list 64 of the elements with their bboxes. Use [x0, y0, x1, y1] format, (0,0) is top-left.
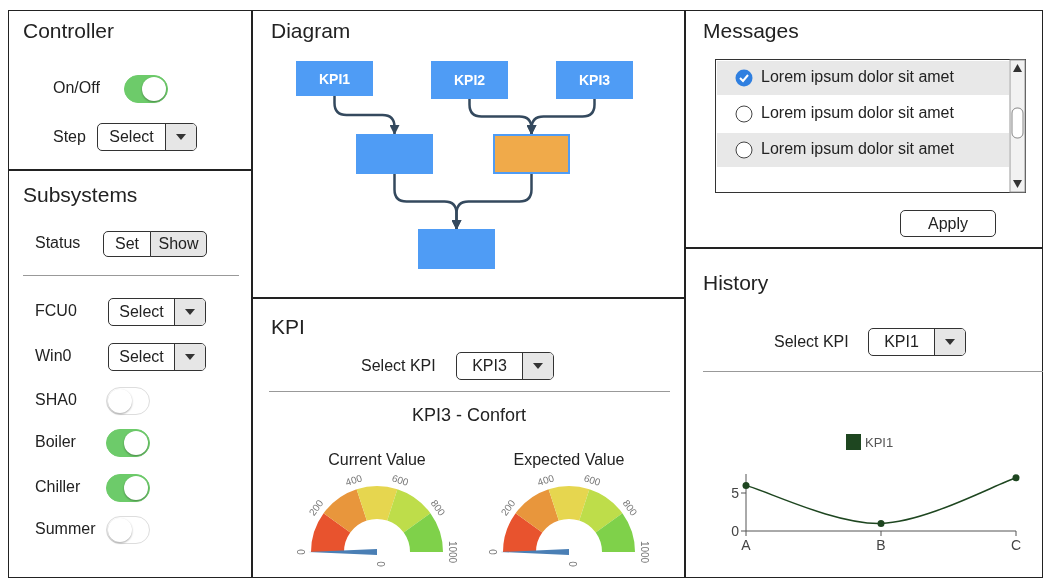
gauge-tick-label: 200	[306, 497, 326, 518]
field-label: Status	[35, 234, 81, 252]
dropdown-select: KPI3	[456, 352, 554, 380]
legend-label: KPI1	[865, 435, 894, 450]
gauge-value-label: 0	[375, 561, 386, 567]
list-item-text: Lorem ipsum dolor sit amet	[761, 140, 954, 158]
axis-tick-label: 5	[731, 485, 739, 501]
field-label: Select KPI	[361, 357, 436, 375]
segment-button: Set	[103, 231, 151, 257]
gauge-tick-label: 0	[296, 549, 307, 555]
panel-title: KPI	[271, 315, 305, 339]
list-item-text: Lorem ipsum dolor sit amet	[761, 104, 954, 122]
process-box	[356, 134, 433, 174]
panel-title: Diagram	[271, 19, 351, 43]
list-item-text: Lorem ipsum dolor sit amet	[761, 68, 954, 86]
section-heading: KPI3 - Confort	[410, 405, 527, 427]
process-box: KPI1	[296, 61, 373, 96]
arrow	[451, 174, 533, 230]
dropdown-select: Select	[108, 343, 206, 371]
dropdown-select: Select	[97, 123, 197, 151]
gauge-value-label: 0	[567, 561, 578, 567]
panel-title: Subsystems	[23, 183, 138, 207]
panel	[252, 298, 685, 578]
gauge-tick-label: 1000	[639, 540, 650, 564]
dropdown-select: KPI1	[868, 328, 966, 356]
panel	[8, 170, 252, 578]
gauge-tick-label: 800	[620, 497, 640, 518]
panel-title: History	[703, 271, 769, 295]
panel	[685, 10, 1043, 248]
panel	[8, 10, 252, 170]
field-label: Chiller	[35, 478, 81, 496]
field-label: FCU0	[35, 302, 77, 320]
gauge-tick-label: 400	[344, 472, 364, 488]
axis-tick-label: A	[741, 537, 751, 553]
panel-title: Controller	[23, 19, 115, 43]
process-box: KPI3	[556, 61, 633, 99]
gauge-tick-label: 1000	[447, 540, 458, 564]
process-box	[493, 134, 570, 174]
field-label: SHA0	[35, 391, 77, 409]
dropdown-select: Select	[108, 298, 206, 326]
axis-tick-label: 0	[731, 523, 739, 539]
gauge-title: Current Value	[327, 451, 427, 470]
gauge-tick-label: 200	[498, 497, 518, 518]
field-label: Summer	[35, 520, 96, 538]
apply-button: Apply	[900, 210, 996, 237]
gauge-title: Expected Value	[512, 451, 626, 470]
field-label: Select KPI	[774, 333, 849, 351]
gauge-tick-label: 0	[488, 549, 499, 555]
gauge-tick-label: 600	[390, 472, 410, 488]
panel	[252, 10, 685, 298]
panel	[685, 248, 1043, 578]
field-label: On/Off	[53, 79, 100, 97]
process-box: KPI2	[431, 61, 508, 99]
gauge-tick-label: 800	[428, 497, 448, 518]
panel-title: Messages	[703, 19, 799, 43]
field-label: Win0	[35, 347, 72, 365]
field-label: Step	[53, 128, 86, 146]
axis-tick-label: C	[1010, 537, 1022, 553]
gauge-tick-label: 400	[536, 472, 556, 488]
gauge-tick-label: 600	[582, 472, 602, 488]
process-box	[418, 229, 495, 269]
axis-tick-label: B	[876, 537, 886, 553]
field-label: Boiler	[35, 433, 76, 451]
segment-button: Show	[150, 231, 207, 257]
